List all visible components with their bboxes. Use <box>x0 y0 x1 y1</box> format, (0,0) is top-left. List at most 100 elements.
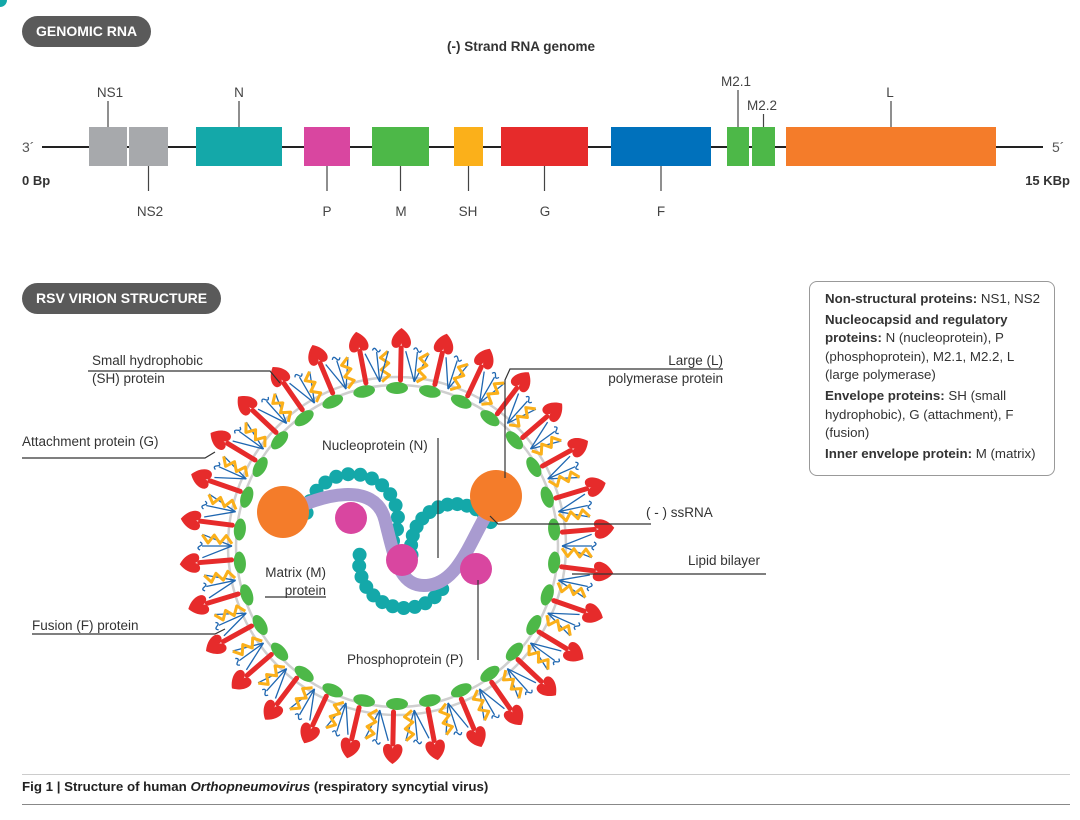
gene-label-sh: SH <box>459 204 478 219</box>
matrix-protein <box>386 382 408 394</box>
gene-label-n: N <box>234 85 244 100</box>
legend-inner-envelope: Inner envelope protein: M (matrix) <box>825 445 1036 461</box>
gene-block-ns1 <box>89 127 127 166</box>
sh-protein <box>531 435 562 456</box>
sh-protein <box>289 686 313 711</box>
sh-protein <box>244 422 267 448</box>
matrix-protein <box>240 486 254 508</box>
label-l-line2: polymerase protein <box>608 371 723 386</box>
nucleoprotein-bead <box>353 467 368 482</box>
gene-block-l <box>786 127 996 166</box>
matrix-protein <box>322 394 344 409</box>
fusion-head <box>308 345 328 366</box>
sh-protein <box>438 702 454 736</box>
protein-legend: Non-structural proteins: NS1, NS2 Nucleo… <box>809 281 1055 477</box>
nucleoprotein-bead <box>329 469 344 484</box>
nucleoprotein-bead <box>375 478 390 493</box>
sh-protein <box>271 393 292 423</box>
fusion-head <box>237 396 258 416</box>
virion-structure-heading: RSV VIRION STRUCTURE <box>22 283 222 314</box>
phosphoprotein <box>460 553 492 585</box>
label-large-l: Large (L) polymerase protein <box>605 352 723 388</box>
gene-label-g: G <box>540 204 551 219</box>
label-ssrna: ( - ) ssRNA <box>646 505 713 520</box>
sh-protein <box>203 569 237 584</box>
fusion-stem <box>425 706 437 743</box>
fusion-stem <box>432 350 445 387</box>
attachment-tail <box>364 347 389 383</box>
attachment-tail <box>289 688 316 721</box>
gene-block-m2-1 <box>727 127 749 166</box>
sh-protein <box>303 371 323 403</box>
attachment-tail <box>478 371 505 404</box>
polymerase-right <box>470 470 522 522</box>
phosphoprotein <box>335 502 367 534</box>
fusion-stem <box>274 675 300 707</box>
polymerase-left <box>257 486 309 538</box>
sh-protein <box>201 533 234 545</box>
virion-leader-lines <box>22 368 766 660</box>
sh-protein <box>222 456 249 478</box>
nucleoprotein-bead <box>352 558 367 573</box>
sh-protein <box>502 669 523 699</box>
sh-protein <box>340 356 356 390</box>
label-l-line1: Large (L) <box>668 353 723 368</box>
fusion-head <box>433 333 454 355</box>
fusion-stem <box>317 360 336 396</box>
fusion-stem <box>559 564 596 574</box>
genome-5prime: 5´ <box>1052 139 1064 155</box>
matrix-protein <box>548 551 561 574</box>
label-nucleoprotein: Nucleoprotein (N) <box>322 438 428 453</box>
fusion-stem <box>225 440 258 463</box>
fusion-stem <box>310 693 329 728</box>
matrix-protein <box>294 410 314 427</box>
fusion-stem <box>494 385 520 417</box>
fusion-head <box>542 402 563 423</box>
fusion-head <box>180 510 202 531</box>
matrix-protein <box>480 410 500 427</box>
nucleoprotein-bead <box>318 475 333 490</box>
nucleoprotein-bead <box>383 487 398 502</box>
gene-label-ns2: NS2 <box>137 204 163 219</box>
sh-protein <box>403 709 416 742</box>
gene-label-m2-1: M2.1 <box>721 74 751 89</box>
gene-label-m2-2: M2.2 <box>747 98 777 113</box>
genomic-rna-heading: GENOMIC RNA <box>22 16 152 47</box>
fusion-head <box>210 430 231 450</box>
nucleoprotein-bead <box>390 510 405 525</box>
gene-label-p: P <box>322 204 331 219</box>
fusion-stem <box>197 557 235 566</box>
nucleoprotein-bead <box>341 467 356 482</box>
matrix-protein <box>450 394 472 409</box>
fusion-stem <box>551 598 587 614</box>
sh-protein <box>481 381 505 406</box>
fusion-stem <box>536 629 569 652</box>
sh-protein <box>378 350 391 383</box>
attachment-tail <box>506 668 537 699</box>
matrix-protein <box>270 642 289 661</box>
label-m-line2: protein <box>284 583 326 598</box>
legend-envelope: Envelope proteins: SH (small hydrophobic… <box>825 387 1014 441</box>
matrix-protein <box>419 694 441 707</box>
fusion-stem <box>489 679 513 712</box>
matrix-protein <box>526 457 542 477</box>
fusion-head <box>425 739 445 761</box>
genome-end-label: 15 KBp <box>1025 173 1070 188</box>
gene-block-ns2 <box>129 127 168 166</box>
sh-protein <box>213 604 247 622</box>
fusion-head <box>270 367 291 388</box>
fusion-stem <box>458 696 477 732</box>
gene-block-sh <box>454 127 483 166</box>
fusion-head <box>300 722 320 744</box>
matrix-protein <box>252 615 268 635</box>
caption-top-rule <box>22 774 1070 775</box>
label-sh-protein: Small hydrophobic (SH) protein <box>92 352 203 388</box>
virion <box>0 0 615 764</box>
fusion-head <box>503 704 524 725</box>
label-lipid-bilayer: Lipid bilayer <box>688 553 761 568</box>
legend-nonstructural: Non-structural proteins: NS1, NS2 <box>825 291 1041 306</box>
matrix-protein <box>540 486 554 508</box>
matrix-protein <box>233 518 246 541</box>
fusion-stem <box>349 705 362 742</box>
